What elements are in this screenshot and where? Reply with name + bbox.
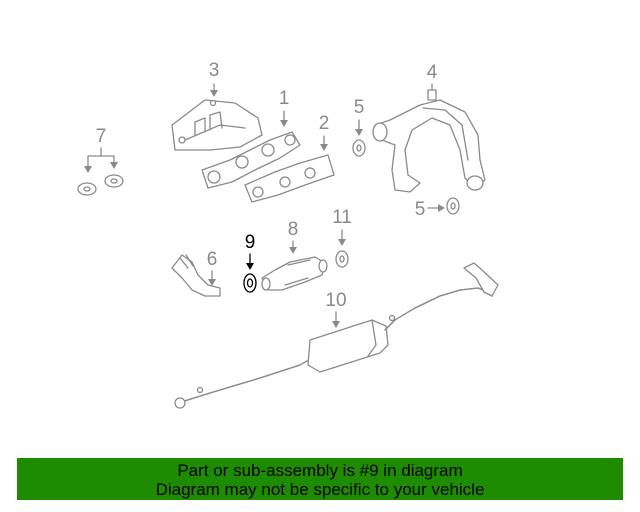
- callout-7[interactable]: 7: [96, 126, 107, 147]
- callout-5-upper[interactable]: 5: [354, 97, 365, 118]
- banner-line-1: Part or sub-assembly is #9 in diagram: [177, 461, 463, 480]
- part-10-muffler-assembly: [174, 262, 499, 409]
- part-5-gasket-lower: [446, 197, 460, 215]
- part-6-pipe: [171, 254, 221, 297]
- part-2-gasket: [244, 154, 335, 203]
- callout-9[interactable]: 9: [245, 232, 256, 253]
- callout-6[interactable]: 6: [207, 249, 218, 270]
- part-4-front-pipe: [372, 89, 486, 193]
- banner-line-2: Diagram may not be specific to your vehi…: [155, 480, 485, 499]
- part-9-gasket[interactable]: [243, 273, 257, 293]
- callout-3[interactable]: 3: [209, 60, 220, 81]
- part-7-gaskets: [77, 174, 124, 196]
- callout-2[interactable]: 2: [319, 113, 330, 134]
- part-5-gasket-upper: [352, 139, 366, 157]
- info-banner: Part or sub-assembly is #9 in diagram Di…: [17, 458, 623, 500]
- callout-5-lower[interactable]: 5: [415, 199, 426, 220]
- parts-diagram: 3 1 2 7 5: [77, 60, 499, 409]
- part-3-heat-shield: [171, 99, 263, 151]
- callout-10[interactable]: 10: [325, 290, 346, 311]
- callout-4[interactable]: 4: [427, 62, 438, 83]
- part-1-exhaust-manifold: [201, 131, 301, 189]
- callout-1[interactable]: 1: [279, 88, 290, 109]
- callout-11[interactable]: 11: [332, 207, 352, 228]
- part-11-gasket: [335, 250, 349, 268]
- callout-8[interactable]: 8: [288, 219, 299, 240]
- part-8-catalytic-converter: [261, 256, 328, 291]
